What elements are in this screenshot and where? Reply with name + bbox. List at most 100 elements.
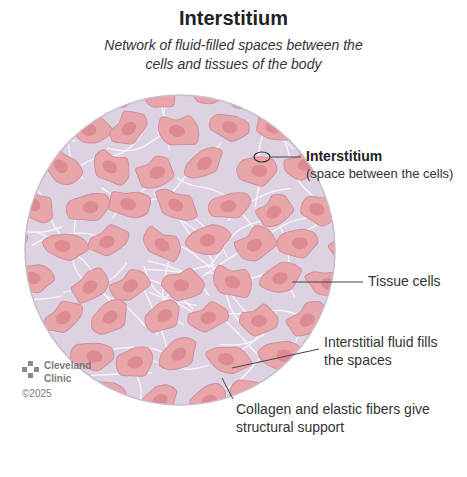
leader-line [270, 157, 301, 158]
tissue-cell [87, 73, 135, 114]
tissue-cell [276, 229, 318, 258]
cell-body [155, 110, 202, 149]
cell-nucleus [54, 239, 72, 253]
cell-body [206, 109, 252, 145]
cell-body [255, 257, 306, 298]
logo-text: Cleveland Clinic [44, 360, 100, 385]
cell-body [238, 303, 280, 338]
cell-nucleus [119, 119, 139, 138]
tissue-cell [133, 153, 176, 192]
fiber [0, 227, 61, 232]
tissue-cell [131, 67, 182, 117]
tissue-cells [0, 67, 373, 424]
title: Interstitium [0, 6, 467, 31]
cell-body [9, 179, 61, 230]
tissue-cell [254, 109, 295, 143]
cell-nucleus [155, 306, 175, 324]
subtitle: Network of fluid-filled spaces between t… [93, 36, 374, 74]
cell-body [113, 344, 157, 382]
cell-nucleus [102, 87, 121, 103]
tissue-cell [208, 259, 257, 303]
cell-body [131, 67, 182, 117]
tissue-cell [231, 220, 280, 266]
cell-nucleus [126, 355, 144, 370]
cell-body [103, 103, 154, 152]
cell-nucleus [220, 199, 238, 213]
cell-nucleus [166, 196, 186, 214]
callout-sublabel: (space between the cells) [306, 166, 453, 182]
cell-nucleus [148, 164, 167, 181]
cell-body [133, 153, 176, 192]
cell-nucleus [245, 236, 265, 254]
cell-nucleus [169, 345, 189, 364]
fiber [0, 296, 62, 312]
cell-nucleus [100, 157, 120, 176]
tissue-cell [297, 191, 342, 230]
tissue-cell [108, 188, 152, 220]
tissue-cell [82, 376, 130, 413]
cell-body [87, 73, 135, 114]
cell-body [140, 296, 187, 339]
tissue-cell [229, 82, 273, 113]
tissue-cell [184, 298, 231, 336]
cell-body [208, 259, 257, 303]
tissue-cell [183, 222, 234, 259]
copyright: ©2025 [22, 388, 52, 401]
cell-body [11, 262, 56, 294]
cell-body [297, 191, 342, 230]
tissue-cell [161, 268, 205, 301]
cell-body [64, 191, 112, 224]
tissue-cell [179, 142, 229, 186]
cell-nucleus [199, 310, 218, 326]
tissue-cell [203, 341, 255, 378]
collagen-fibers [0, 65, 334, 429]
cell-nucleus [23, 195, 43, 214]
cell-nucleus [82, 200, 100, 214]
cell-body [179, 142, 229, 186]
cell-nucleus [199, 233, 217, 247]
cell-body [106, 265, 153, 306]
tissue-cell [113, 344, 157, 382]
tissue-cell [37, 294, 89, 340]
tissue-cell [252, 189, 296, 231]
tissue-cell [140, 296, 187, 339]
cell-nucleus [338, 235, 358, 254]
tissue-cell [149, 180, 204, 228]
cell-body [37, 294, 89, 340]
tissue-cell [238, 303, 280, 338]
cell-nucleus [292, 237, 308, 249]
logo-square [34, 367, 39, 372]
cell-body [161, 268, 205, 301]
fiber [0, 288, 30, 347]
cell-body [40, 230, 90, 263]
tissue-cell [155, 110, 202, 149]
tissue-cell [206, 109, 252, 145]
cell-body [183, 222, 234, 259]
cell-nucleus [276, 349, 293, 362]
cell-body [325, 221, 372, 265]
cell-body [149, 180, 204, 228]
cell-nucleus [119, 197, 137, 211]
tissue-cell [83, 220, 133, 261]
cell-nucleus [97, 233, 116, 250]
cell-nucleus [308, 201, 327, 217]
cell-body [229, 82, 273, 113]
cell-body [231, 220, 280, 266]
cell-nucleus [168, 123, 186, 138]
disc-outline [25, 95, 335, 405]
cell-nucleus [220, 119, 239, 135]
cell-body [254, 109, 295, 143]
cell-body [138, 221, 187, 266]
interstitium-marker [254, 152, 270, 162]
cell-body [252, 189, 296, 231]
tissue-disc [25, 95, 335, 405]
cell-nucleus [80, 278, 100, 297]
cell-body [203, 341, 255, 378]
cell-body [68, 114, 114, 145]
cell-nucleus [121, 277, 141, 295]
cell-body [108, 188, 152, 220]
cell-nucleus [152, 235, 172, 254]
tissue-cell [40, 230, 90, 263]
tissue-cell [255, 257, 306, 298]
tissue-cell [68, 264, 114, 307]
